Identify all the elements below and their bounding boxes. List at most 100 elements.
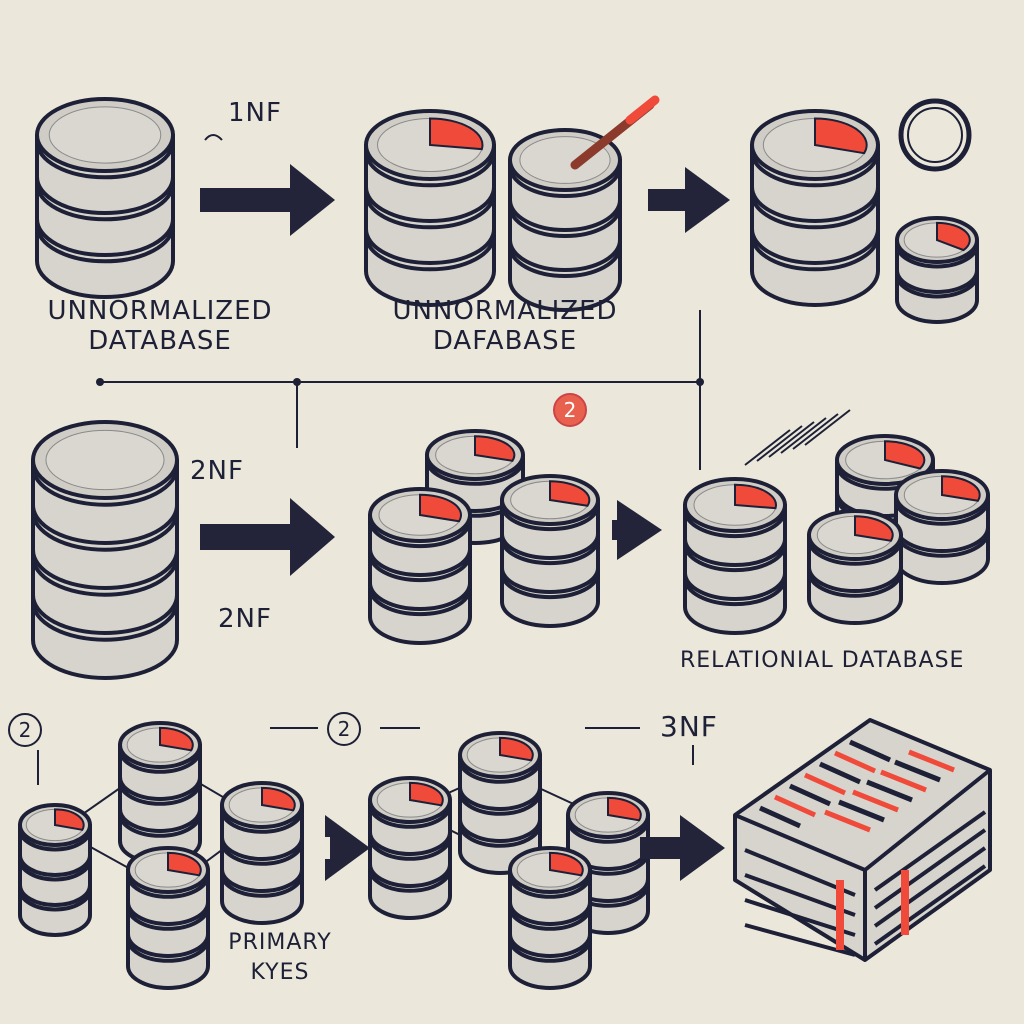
cylinder-band (750, 235, 880, 272)
table-row-stripe (848, 739, 892, 763)
hatch-mark (744, 429, 791, 466)
cylinder-band (126, 906, 210, 931)
cylinder-band (35, 225, 175, 264)
connector-dot (96, 378, 104, 386)
cylinder-band (220, 809, 304, 834)
table-row-stripe (852, 789, 899, 813)
label-relational-database: RELATIONIAL DATABASE (680, 648, 965, 673)
cylinder-band (126, 938, 210, 963)
table-layer-line (873, 864, 987, 946)
cylinder-band (368, 836, 452, 861)
pie-slice-icon (429, 117, 484, 151)
cylinder-band (368, 587, 472, 617)
cylinder-band (31, 556, 179, 597)
hatch-mark (756, 425, 803, 462)
cylinder-band (368, 553, 472, 583)
cylinder-band (683, 509, 787, 539)
cylinder-band (35, 183, 175, 222)
cylinder-band (425, 459, 525, 486)
cylinder-band (683, 577, 787, 607)
pie-slice-icon (936, 221, 971, 252)
arrow-right-icon (200, 164, 335, 236)
table-row-stripe (824, 809, 871, 833)
cylinder-band (18, 829, 92, 852)
step-badge: 2 (8, 713, 42, 747)
label-unnormalized-dafabase: UNNORMALIZED DAFABASE (392, 296, 618, 356)
database-stack-icon (35, 97, 175, 299)
table-row-stripe (838, 799, 885, 823)
table-layer-line (873, 828, 987, 910)
pen-tip (625, 95, 660, 125)
cylinder-band (807, 571, 903, 598)
connector-dot (696, 378, 704, 386)
table-layer-line (873, 810, 987, 892)
table-row-stripe (818, 761, 862, 785)
cylinder-top-inner (45, 429, 165, 491)
database-stack-icon (31, 420, 179, 680)
table-row-stripe (894, 759, 941, 783)
tilde-mark (204, 134, 223, 141)
cylinder-band (368, 804, 452, 829)
connector-dot (293, 378, 301, 386)
database-stack-icon (368, 487, 472, 645)
table-row-stripe (758, 805, 802, 829)
label-2nf-bottom: 2NF (218, 604, 272, 634)
table-row-stripe (788, 783, 832, 807)
database-stack-icon (458, 731, 542, 875)
arrow-right-icon (325, 815, 370, 881)
database-stack-icon (683, 477, 787, 635)
label-unnormalized-database: UNNORMALIZED DATABASE (47, 296, 273, 356)
cylinder-band (364, 235, 496, 272)
cylinder-band (508, 874, 592, 899)
database-stack-icon (895, 216, 979, 324)
cylinder-band (683, 543, 787, 573)
arrow-right-icon (200, 498, 335, 576)
database-stack-icon (508, 128, 622, 312)
database-stack-icon (894, 469, 990, 585)
arrow-right-icon (640, 815, 725, 881)
cylinder-band (508, 906, 592, 931)
pie-slice-icon (159, 726, 194, 752)
database-stack-icon (364, 109, 496, 307)
pie-slice-icon (474, 435, 516, 462)
pie-slice-icon (814, 117, 868, 155)
database-stack-icon (750, 109, 880, 307)
cylinder-band (508, 205, 622, 238)
pie-slice-icon (261, 786, 296, 812)
cylinder-band (18, 889, 92, 912)
label-2nf-top: 2NF (190, 456, 244, 486)
database-stack-icon (18, 803, 92, 937)
cylinder-top-inner (519, 136, 611, 184)
cylinder-band (18, 859, 92, 882)
cylinder-band (500, 504, 600, 532)
cylinder-band (894, 499, 990, 526)
cylinder-band (807, 539, 903, 566)
hatch-mark (780, 417, 827, 454)
pie-slice-icon (607, 796, 642, 822)
cylinder-band (118, 749, 202, 774)
pie-slice-icon (734, 483, 777, 510)
hatch-mark (792, 413, 839, 450)
pie-slice-icon (549, 851, 584, 877)
pie-slice-icon (499, 736, 534, 762)
cylinder-band (566, 819, 650, 844)
database-stack-icon (508, 846, 592, 990)
cylinder-band (368, 868, 452, 893)
cylinder-band (500, 572, 600, 600)
cylinder-band (220, 873, 304, 898)
ring-inner (907, 107, 963, 163)
cylinder-band (895, 244, 979, 269)
cylinder-band (458, 791, 542, 816)
cylinder-band (508, 165, 622, 198)
pie-slice-icon (419, 493, 462, 523)
cylinder-band (31, 601, 179, 642)
database-stack-icon (807, 509, 903, 625)
label-3nf: 3NF (660, 710, 718, 743)
hatch-mark (768, 421, 815, 458)
label-1nf: 1NF (228, 98, 282, 128)
database-stack-icon (220, 781, 304, 925)
pie-slice-icon (941, 475, 981, 502)
cylinder-band (500, 538, 600, 566)
cylinder-band (750, 151, 880, 188)
cylinder-band (750, 193, 880, 230)
